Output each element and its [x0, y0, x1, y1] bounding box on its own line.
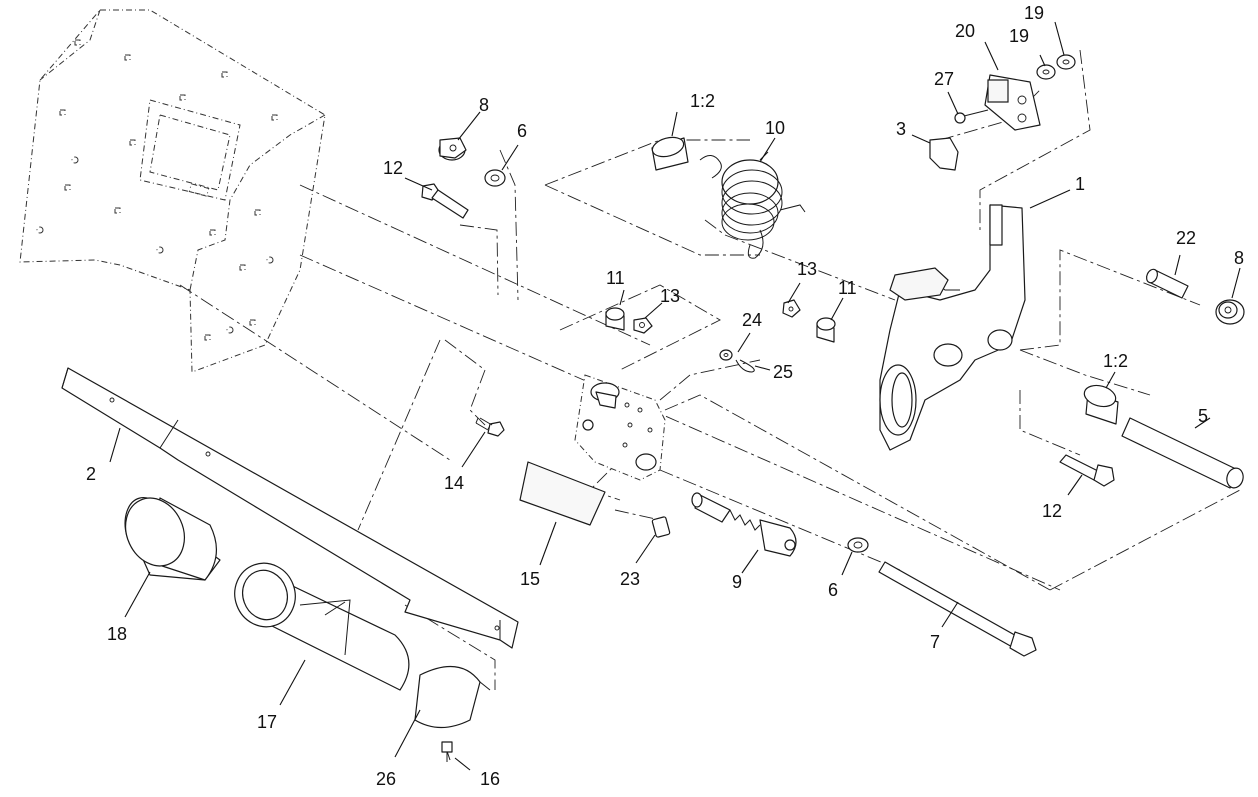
callout-8-right: 8 [1234, 248, 1244, 268]
callout-1to2-lower: 1:2 [1103, 351, 1128, 371]
callout-9: 9 [732, 572, 742, 592]
callout-12-right: 12 [1042, 501, 1062, 521]
hairpin-25 [735, 359, 755, 373]
callout-13-left: 13 [660, 286, 680, 306]
assembly-centerlines [179, 49, 1241, 690]
callout-11-left: 11 [606, 268, 625, 288]
spacer-11-right [816, 317, 836, 343]
callout-19-b: 19 [1024, 3, 1044, 23]
long-bolt [878, 561, 1037, 657]
nut-13-right [782, 299, 801, 318]
mounting-plate-holes [36, 39, 278, 341]
screw-27 [954, 109, 989, 124]
knob-3 [929, 137, 959, 171]
washer-6-lower [847, 537, 869, 553]
callout-15: 15 [520, 569, 540, 589]
mounting-plate-ghost [19, 9, 326, 373]
bolt-12-right [1059, 454, 1115, 487]
nut-13-left [633, 317, 653, 334]
bushing-lower [1083, 384, 1119, 425]
flange-nut-8-left [438, 137, 467, 161]
washer-6-upper [484, 169, 506, 187]
callout-18: 18 [107, 624, 127, 644]
pin-22 [1145, 268, 1189, 299]
main-lever [879, 204, 1026, 451]
long-sleeve [234, 562, 410, 691]
callout-7: 7 [930, 632, 940, 652]
callout-12-left: 12 [383, 158, 403, 178]
callout-3: 3 [896, 119, 906, 139]
callout-22: 22 [1176, 228, 1196, 248]
latch-block [984, 74, 1041, 131]
callout-1to2-upper: 1:2 [690, 91, 715, 111]
callout-20: 20 [955, 21, 975, 41]
callout-6-lower: 6 [828, 580, 838, 600]
callout-10: 10 [765, 118, 785, 138]
spacer-11-left [605, 307, 625, 331]
screw-16 [441, 741, 453, 762]
shaft [1121, 417, 1244, 489]
washer-24 [719, 349, 733, 361]
center-bracket [574, 374, 666, 481]
washer-19-a [1036, 64, 1056, 80]
callout-19-a: 19 [1009, 26, 1029, 46]
callout-labels: 1 2 3 5 6 6 7 8 8 9 10 11 11 12 12 13 13… [86, 3, 1244, 789]
callout-24: 24 [742, 310, 762, 330]
callout-5: 5 [1198, 406, 1208, 426]
bolt-14 [475, 417, 505, 437]
leader-lines [109, 21, 1241, 771]
callout-8-left: 8 [479, 95, 489, 115]
callout-25: 25 [773, 362, 793, 382]
torsion-spring [699, 151, 806, 259]
callout-2: 2 [86, 464, 96, 484]
flange-nut-8-right [1215, 299, 1245, 325]
callout-14: 14 [444, 473, 464, 493]
small-spacer [651, 516, 671, 538]
callout-27: 27 [934, 69, 954, 89]
washer-19-b [1056, 54, 1076, 70]
short-sleeve [124, 497, 221, 581]
spring-plunger [691, 492, 797, 557]
callout-23: 23 [620, 569, 640, 589]
callout-13-right: 13 [797, 259, 817, 279]
callout-17: 17 [257, 712, 277, 732]
callout-11-right: 11 [838, 278, 857, 298]
bushing-upper [651, 136, 689, 171]
rubber-pad [519, 461, 606, 526]
callout-6-upper: 6 [517, 121, 527, 141]
callout-26: 26 [376, 769, 396, 789]
callout-16: 16 [480, 769, 500, 789]
long-bracket-bar [61, 367, 519, 649]
callout-1: 1 [1075, 174, 1085, 194]
